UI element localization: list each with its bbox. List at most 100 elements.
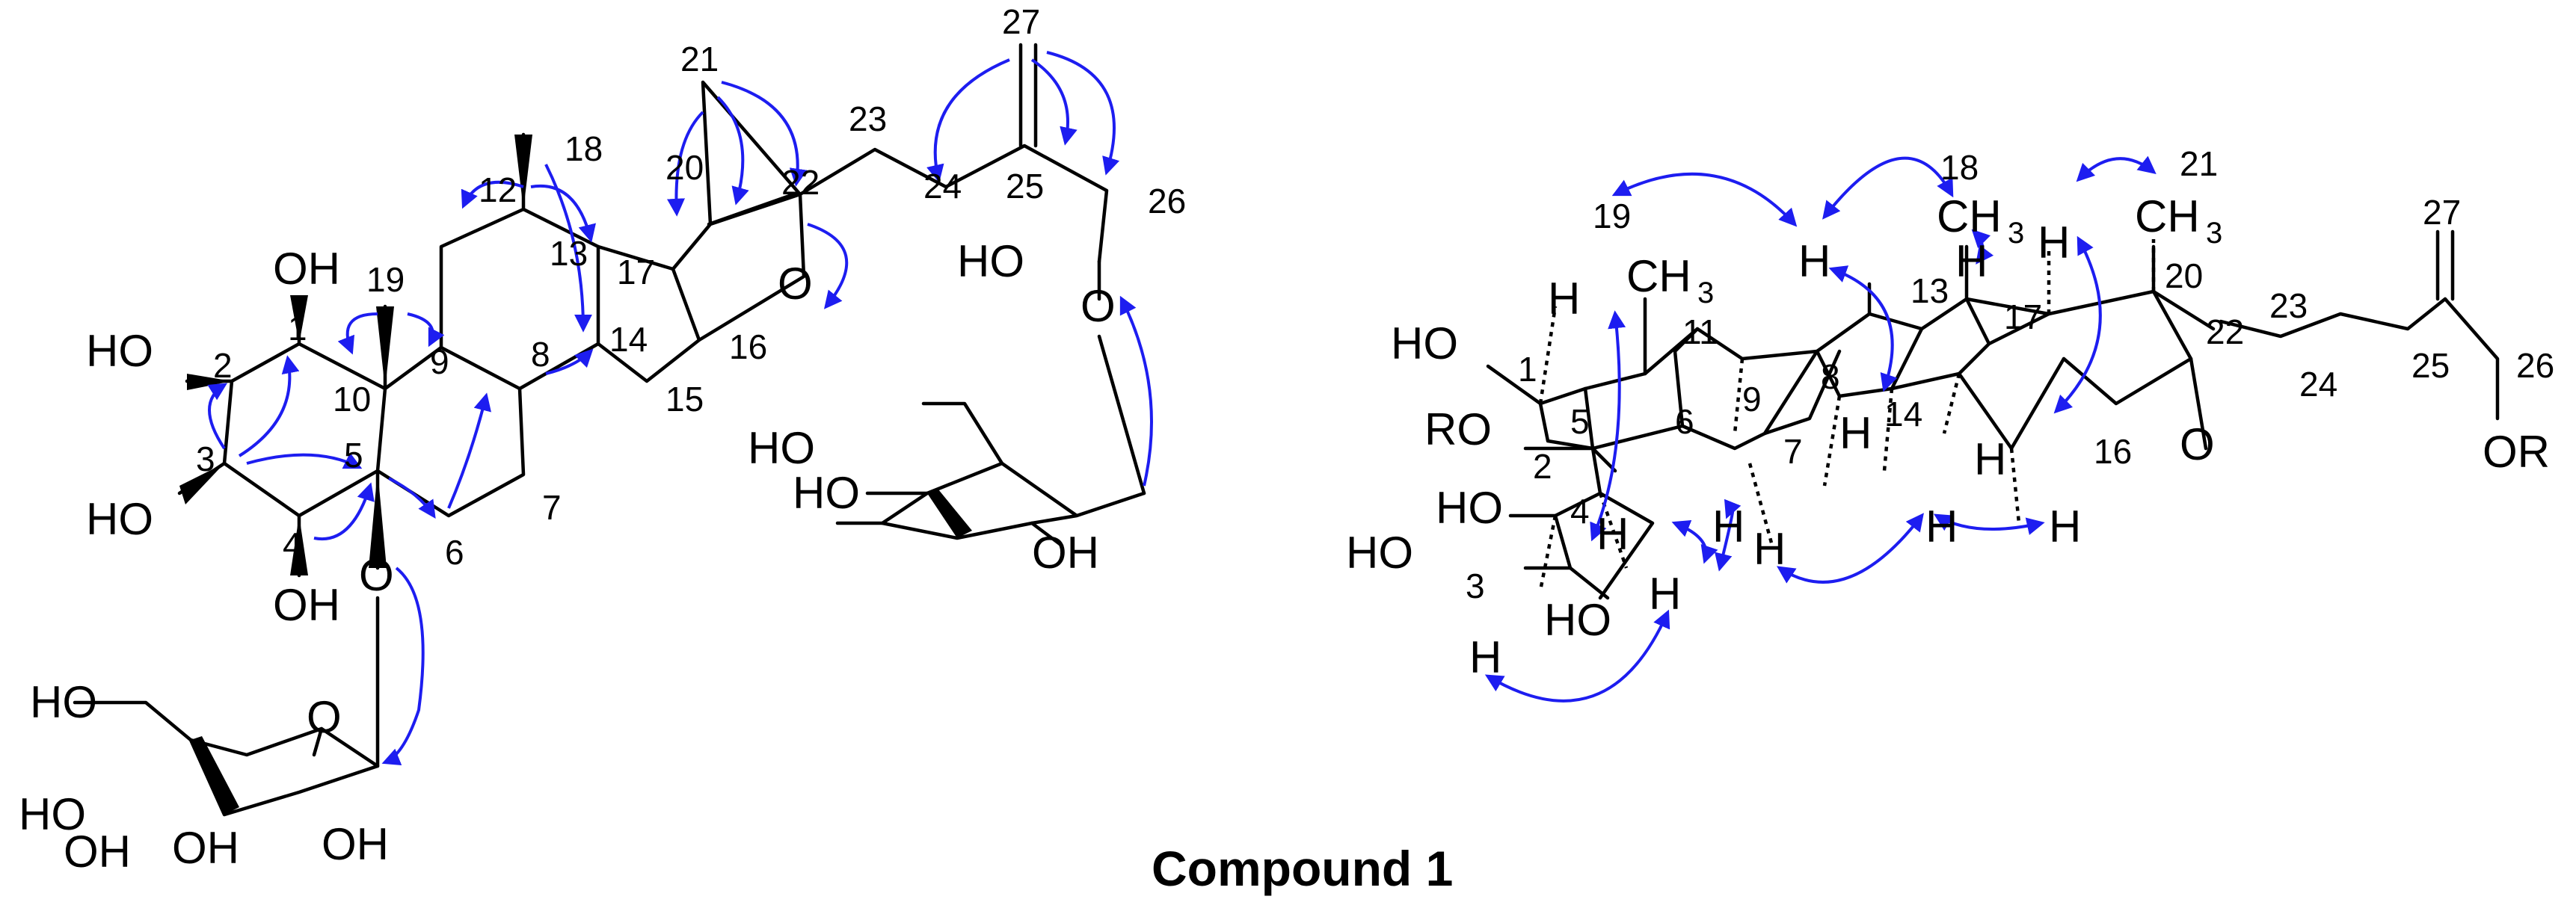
right-c26: 26 <box>2516 346 2554 385</box>
right-ch3-21-subscript: 3 <box>2206 217 2222 250</box>
right-c25: 25 <box>2411 346 2450 385</box>
left-c20: 20 <box>665 148 704 187</box>
right-c21: 21 <box>2180 144 2218 183</box>
right-or-c26: OR <box>2483 427 2550 477</box>
left-sugar2-oh2: OH <box>1032 528 1099 578</box>
right-ho-c4: HO <box>1544 595 1611 645</box>
right-noesy-arrows <box>1484 155 2157 703</box>
left-ho-c3: HO <box>86 494 153 544</box>
right-c13: 13 <box>1911 271 1949 310</box>
right-h6a: H <box>1712 501 1745 552</box>
right-c1: 1 <box>1518 350 1537 389</box>
left-c15: 15 <box>665 380 704 419</box>
right-c3: 3 <box>1466 567 1485 605</box>
left-c9: 9 <box>430 342 449 381</box>
right-o-furan: O <box>2180 419 2215 469</box>
left-c26: 26 <box>1148 182 1186 220</box>
right-h17: H <box>2038 217 2070 268</box>
left-c3: 3 <box>196 439 215 478</box>
left-c7: 7 <box>542 488 562 527</box>
left-c17: 17 <box>617 253 655 291</box>
right-ho-c2b: HO <box>1436 483 1503 533</box>
left-o-furan: O <box>778 259 813 309</box>
right-h5: H <box>1596 509 1629 559</box>
left-sugar1-o-ring: O <box>307 692 342 742</box>
left-c1: 1 <box>288 309 307 348</box>
right-c24: 24 <box>2299 365 2337 404</box>
right-ch3-18: CH <box>1937 191 2002 241</box>
right-ch3-18-subscript: 3 <box>2008 217 2024 250</box>
left-c2: 2 <box>213 346 233 385</box>
left-c10: 10 <box>333 380 371 419</box>
right-ch3-19-subscript: 3 <box>1697 277 1714 309</box>
left-c6: 6 <box>445 533 464 572</box>
right-c7: 7 <box>1783 432 1803 471</box>
left-oh-c1: OH <box>273 244 340 294</box>
left-c14: 14 <box>609 320 648 359</box>
left-c12: 12 <box>479 170 517 209</box>
left-sugar1-oh3b: OH <box>172 823 239 873</box>
right-c18: 18 <box>1940 148 1979 187</box>
right-ro-c2: RO <box>1424 404 1492 454</box>
left-sugar2-ho4: HO <box>748 423 815 473</box>
right-c8: 8 <box>1821 357 1840 396</box>
right-h4: H <box>1649 569 1681 619</box>
left-sugar1-ho4: HO <box>19 789 86 839</box>
right-c23: 23 <box>2269 286 2308 325</box>
left-wedges <box>179 135 972 815</box>
figure-caption: Compound 1 <box>1152 841 1453 896</box>
left-structure: 1 2 3 4 5 6 7 8 9 10 12 13 14 15 16 17 1… <box>19 2 1186 877</box>
right-ch3-19: CH <box>1626 251 1691 301</box>
left-c25: 25 <box>1006 167 1044 206</box>
left-c27: 27 <box>1002 2 1040 41</box>
right-h16: H <box>2049 501 2081 552</box>
right-c22: 22 <box>2206 312 2244 351</box>
left-sugar1-oh2: OH <box>322 819 389 869</box>
left-c4: 4 <box>283 525 302 564</box>
right-c20: 20 <box>2165 256 2203 295</box>
right-structure: 1 2 3 4 5 6 7 8 9 11 13 14 16 17 18 19 2… <box>1346 144 2554 703</box>
right-h7: H <box>1753 524 1786 574</box>
left-oh-c4: OH <box>273 580 340 630</box>
left-o-glycosidic-upper: O <box>1080 281 1116 331</box>
left-carbon-numbers: 1 2 3 4 5 6 7 8 9 10 12 13 14 15 16 17 1… <box>196 2 1186 572</box>
right-c14: 14 <box>1884 395 1922 433</box>
right-c2: 2 <box>1533 447 1552 486</box>
right-c17: 17 <box>2004 297 2042 336</box>
right-c16: 16 <box>2094 432 2132 471</box>
left-c5: 5 <box>344 436 363 475</box>
left-c13: 13 <box>550 234 588 273</box>
left-c22: 22 <box>781 163 820 202</box>
left-c19: 19 <box>366 260 405 299</box>
right-ho-c1: HO <box>1391 318 1458 368</box>
right-h13: H <box>1955 236 1988 286</box>
left-sugar2-oh6: HO <box>957 236 1024 286</box>
left-c23: 23 <box>849 99 887 138</box>
left-ho-c2: HO <box>86 326 153 376</box>
right-c27: 27 <box>2423 193 2461 232</box>
right-ch3-21: CH <box>2135 191 2200 241</box>
left-sugar1-ho6: HO <box>30 677 97 727</box>
right-ho-c3: HO <box>1346 528 1413 578</box>
right-carbon-numbers: 1 2 3 4 5 6 7 8 9 11 13 14 16 17 18 19 2… <box>1466 144 2554 605</box>
left-atom-labels: OH HO HO OH O O O HO HO HO OH O OH HO HO… <box>19 236 1116 877</box>
right-c6: 6 <box>1675 402 1694 441</box>
right-h14: H <box>1925 501 1958 552</box>
left-c24: 24 <box>923 167 962 206</box>
left-hmbc-arrows <box>207 51 1153 765</box>
right-c5: 5 <box>1570 402 1590 441</box>
right-h9: H <box>1798 236 1830 286</box>
left-sugar1-ho3: OH <box>64 827 131 877</box>
right-c19: 19 <box>1593 197 1631 235</box>
left-c21: 21 <box>680 40 719 78</box>
left-o-glycosidic-lower: O <box>359 550 394 600</box>
right-c9: 9 <box>1742 380 1762 419</box>
left-c16: 16 <box>729 327 767 366</box>
right-atom-labels: HO RO HO HO HO OR O CH 3 CH 3 CH 3 H H H… <box>1346 191 2550 682</box>
left-c8: 8 <box>531 335 550 374</box>
right-h15: H <box>1974 434 2006 484</box>
left-c18: 18 <box>565 129 603 168</box>
right-c11: 11 <box>1682 312 1718 351</box>
right-h8: H <box>1839 408 1872 458</box>
